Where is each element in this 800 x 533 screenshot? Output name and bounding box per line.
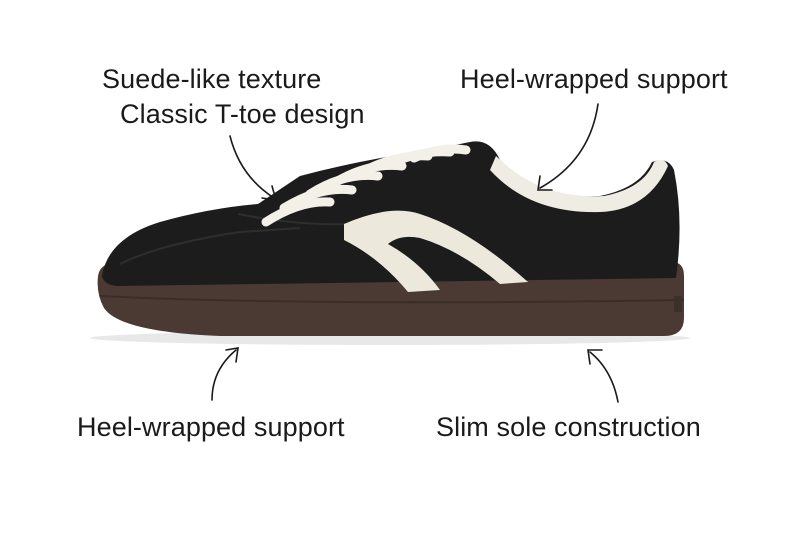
- callout-t-toe-design: Classic T-toe design: [120, 99, 365, 129]
- arrow-top-right-head: [537, 175, 553, 191]
- arrow-bottom-left-head: [225, 347, 239, 363]
- arrow-top-left-head: [261, 185, 278, 201]
- sneaker-side-stripe: [344, 210, 528, 292]
- callout-slim-sole: Slim sole construction: [436, 412, 701, 442]
- callout-suede-texture: Suede-like texture: [102, 64, 322, 94]
- arrow-bottom-left: [211, 349, 237, 401]
- arrow-bottom-right: [589, 351, 619, 403]
- sneaker-laces: [261, 144, 471, 227]
- callout-heel-support-top: Heel-wrapped support: [460, 64, 728, 94]
- arrow-top-right: [539, 103, 599, 189]
- callout-heel-support-bottom: Heel-wrapped support: [77, 412, 345, 442]
- arrow-top-left: [229, 135, 275, 199]
- arrow-bottom-right-head: [587, 349, 603, 365]
- annotation-arrows: [211, 103, 619, 403]
